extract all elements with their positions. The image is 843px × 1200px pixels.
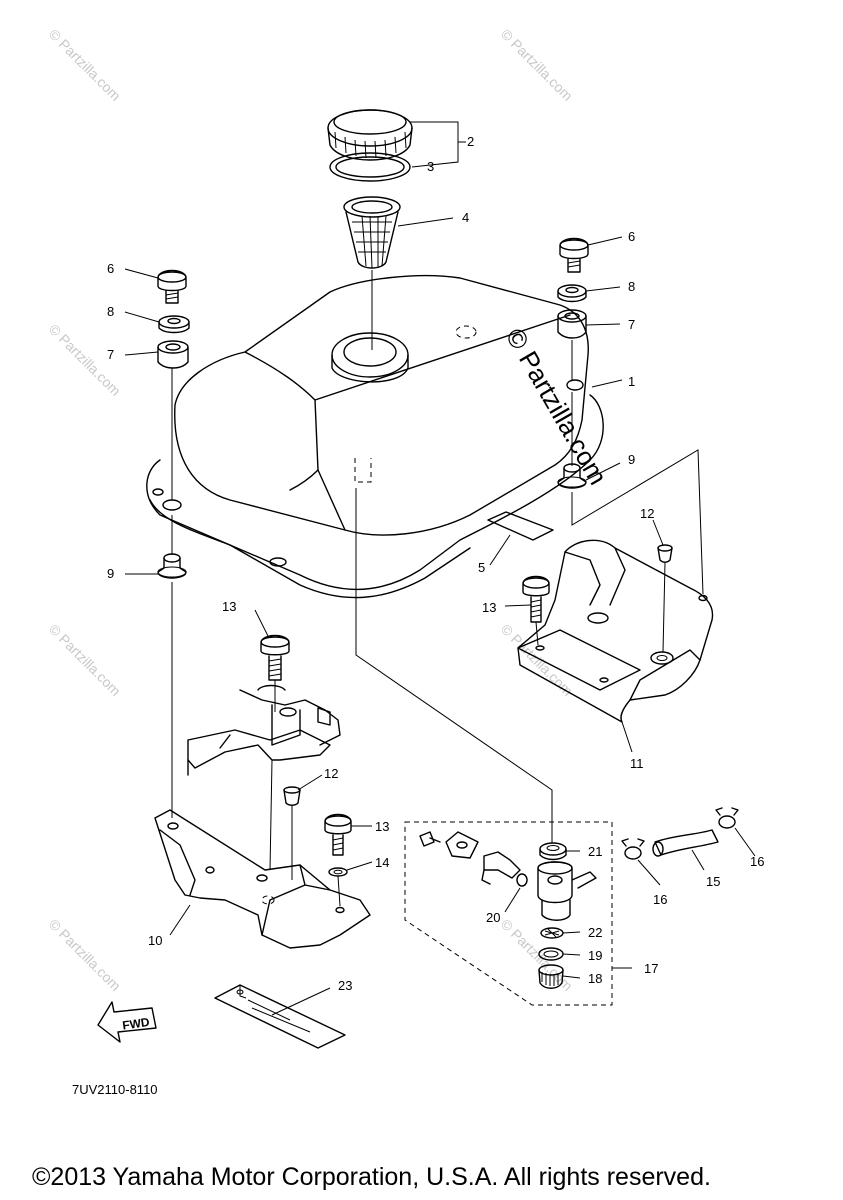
fwd-arrow-icon: FWD <box>97 1001 157 1043</box>
washer-14 <box>328 867 348 877</box>
callout-7-right: 7 <box>628 317 635 332</box>
callout-13-top: 13 <box>222 599 236 614</box>
callout-13-right: 13 <box>482 600 496 615</box>
leader-lines <box>124 121 756 1016</box>
callout-6-right: 6 <box>628 229 635 244</box>
callout-18: 18 <box>588 971 602 986</box>
callout-15: 15 <box>706 874 720 889</box>
grommet-left <box>157 340 189 369</box>
fuel-hose <box>652 829 719 857</box>
callout-6-left: 6 <box>107 261 114 276</box>
bolt-left <box>157 269 187 304</box>
callout-16-left: 16 <box>653 892 667 907</box>
pad-23 <box>214 984 346 1049</box>
callout-3: 3 <box>427 159 434 174</box>
callout-13-mid: 13 <box>375 819 389 834</box>
callout-17: 17 <box>644 961 658 976</box>
callout-labels: 1 2 3 4 5 6 6 7 7 8 8 9 9 10 11 12 12 13… <box>107 134 764 993</box>
cap-gasket <box>329 152 411 182</box>
clamp-left <box>621 838 645 860</box>
callout-20: 20 <box>486 910 500 925</box>
clamp-right <box>715 807 739 829</box>
callout-8-left: 8 <box>107 304 114 319</box>
guide-lines <box>171 270 704 907</box>
watermark-text: © Partzilla.com <box>498 916 576 994</box>
callout-5: 5 <box>478 560 485 575</box>
callout-9-left: 9 <box>107 566 114 581</box>
callout-11: 11 <box>630 756 644 771</box>
watermark-text: © Partzilla.com <box>46 916 124 994</box>
diagram-code: 7UV2110-8110 <box>72 1082 158 1097</box>
fuel-cap <box>327 109 413 161</box>
grommet-12-right <box>657 544 673 563</box>
fuel-cock-parts <box>419 831 597 989</box>
grommet-12-left <box>283 786 301 806</box>
callout-16-right: 16 <box>750 854 764 869</box>
fuel-strainer <box>343 196 401 269</box>
callout-8-right: 8 <box>628 279 635 294</box>
collar-right <box>557 284 587 303</box>
callout-14: 14 <box>375 855 389 870</box>
bracket-right <box>517 539 714 723</box>
grommet-right <box>557 309 587 339</box>
collar-left <box>158 315 190 334</box>
callout-12-right: 12 <box>640 506 654 521</box>
watermark-text: © Partzilla.com <box>498 26 576 104</box>
callout-22: 22 <box>588 925 602 940</box>
bolt-13-mid <box>324 813 352 856</box>
callout-12-left: 12 <box>324 766 338 781</box>
bolt-13-right <box>522 575 550 623</box>
bolt-13-top <box>260 634 290 681</box>
callout-19: 19 <box>588 948 602 963</box>
callout-4: 4 <box>462 210 469 225</box>
callout-23: 23 <box>338 978 352 993</box>
bolt-right <box>559 237 589 273</box>
callout-21: 21 <box>588 844 602 859</box>
copyright-text: ©2013 Yamaha Motor Corporation, U.S.A. A… <box>32 1163 711 1191</box>
fuel-cock-group-box <box>404 821 613 1006</box>
fwd-label: FWD <box>121 1015 150 1033</box>
watermark-text: © Partzilla.com <box>46 26 124 104</box>
watermarks: © Partzilla.com © Partzilla.com © Partzi… <box>46 26 614 994</box>
callout-2: 2 <box>467 134 474 149</box>
callout-1: 1 <box>628 374 635 389</box>
mid-bracket <box>187 684 341 776</box>
watermark-text: © Partzilla.com <box>46 621 124 699</box>
callout-7-left: 7 <box>107 347 114 362</box>
damper-left <box>157 553 187 579</box>
bracket-left <box>154 809 371 949</box>
pad <box>487 511 554 541</box>
callout-10: 10 <box>148 933 162 948</box>
fuel-tank <box>146 274 604 599</box>
callout-9-right: 9 <box>628 452 635 467</box>
